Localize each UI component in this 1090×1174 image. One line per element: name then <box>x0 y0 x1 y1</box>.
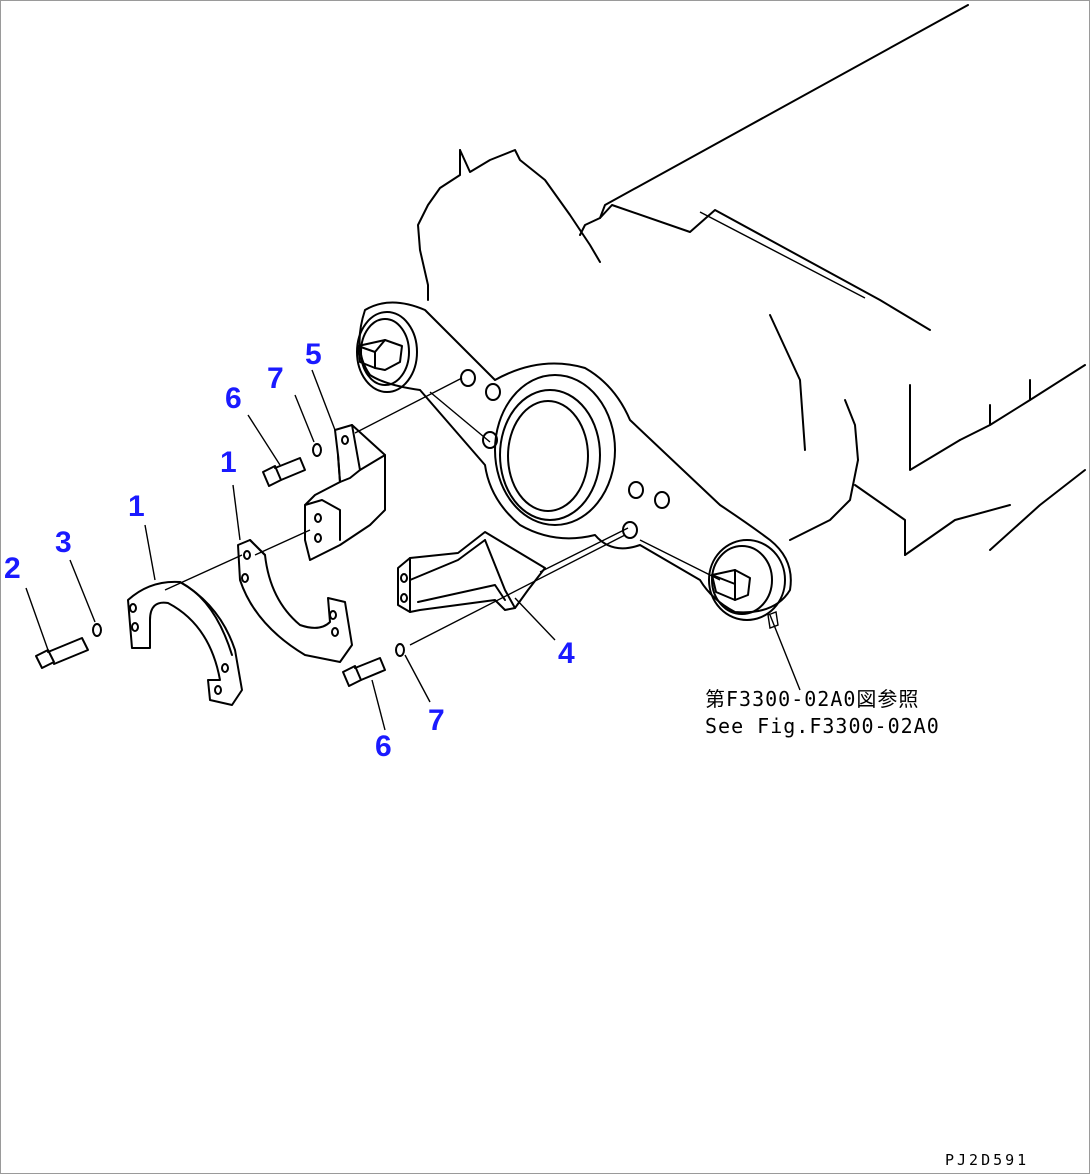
bolt-part-2 <box>35 637 89 669</box>
washer-part-7-upper <box>312 443 322 457</box>
washer-part-7-lower <box>395 643 405 657</box>
callout-7-upper: 7 <box>267 362 284 395</box>
callout-4: 4 <box>558 637 575 670</box>
figure-reference: 第F3300-02A0図参照 See Fig.F3300-02A0 <box>705 687 940 738</box>
callouts: 1 1 2 3 4 5 6 6 7 7 <box>4 338 575 763</box>
washer-part-3 <box>92 623 102 637</box>
part-5-bracket <box>304 424 386 561</box>
part-1-upper-shell <box>237 539 353 663</box>
callout-6-upper: 6 <box>225 382 242 415</box>
callout-7-lower: 7 <box>428 704 445 737</box>
assembly-lines <box>25 211 866 731</box>
part-4-bracket <box>397 531 546 613</box>
bolt-part-6-upper <box>262 457 306 487</box>
callout-3: 3 <box>55 526 72 559</box>
reference-japanese: 第F3300-02A0図参照 <box>705 687 919 711</box>
bolt-part-6-lower <box>342 657 386 687</box>
part-1-lower-shell <box>127 580 243 706</box>
callout-6-lower: 6 <box>375 730 392 763</box>
callout-5: 5 <box>305 338 322 371</box>
drawing-code: PJ2D591 <box>945 1151 1029 1169</box>
callout-1-upper: 1 <box>220 446 237 479</box>
callout-2: 2 <box>4 552 21 585</box>
callout-1-lower: 1 <box>128 490 145 523</box>
reference-english: See Fig.F3300-02A0 <box>705 714 940 738</box>
transmission-housing <box>417 4 1086 556</box>
axle-link-arm <box>356 301 792 621</box>
